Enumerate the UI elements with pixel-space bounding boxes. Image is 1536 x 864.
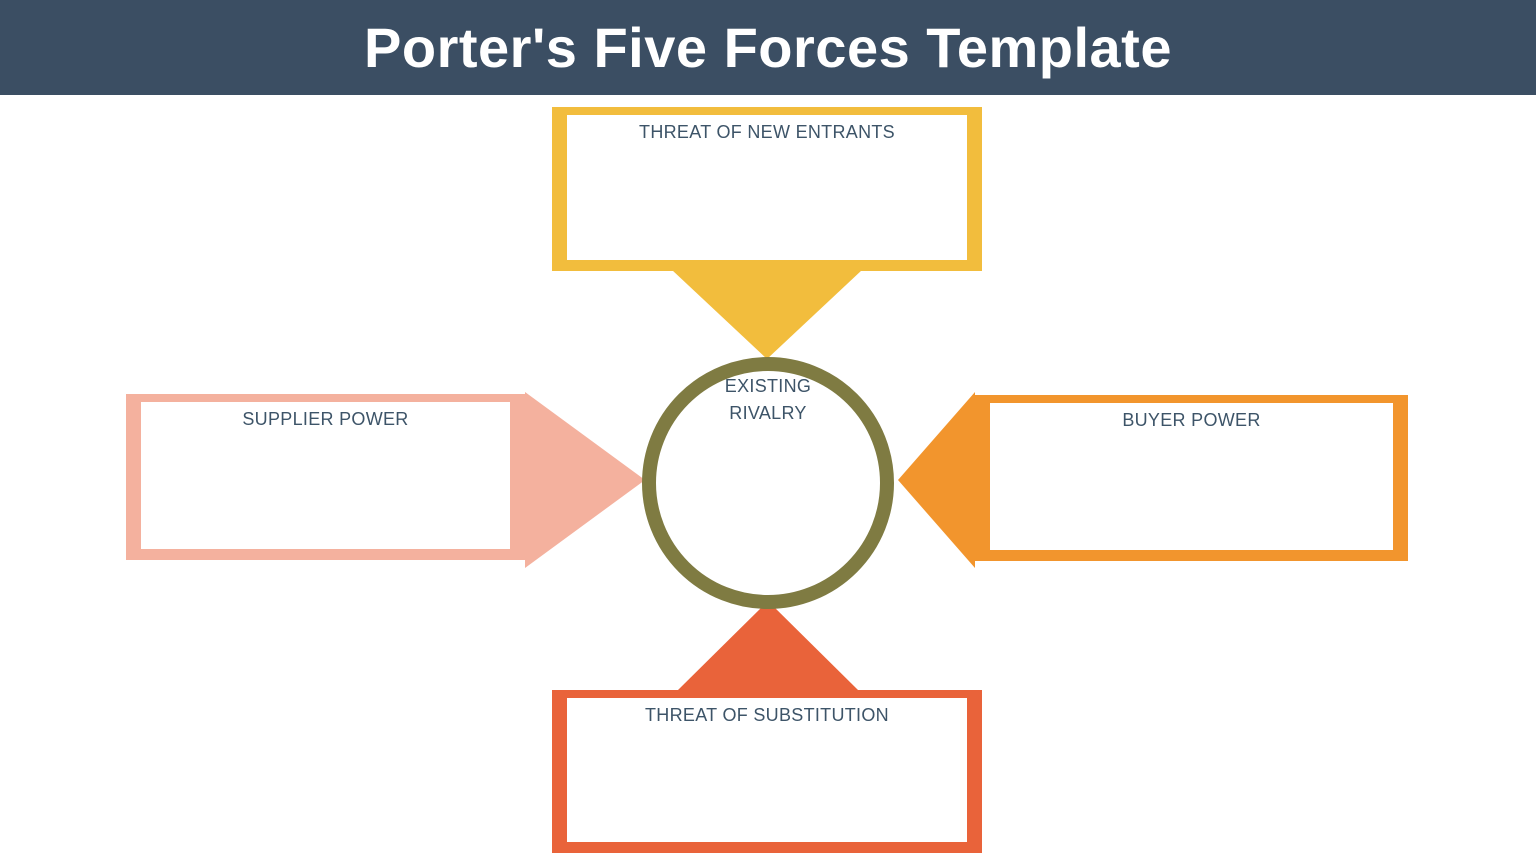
buyer-power-label: BUYER POWER: [1122, 410, 1261, 430]
page-title: Porter's Five Forces Template: [364, 16, 1172, 79]
threat-of-substitution-label: THREAT OF SUBSTITUTION: [645, 705, 889, 725]
threat-of-new-entrants-label: THREAT OF NEW ENTRANTS: [639, 122, 895, 142]
buyer-arrow-left-icon: [898, 392, 975, 568]
threat-of-substitution-box: THREAT OF SUBSTITUTION: [552, 690, 982, 853]
threat-of-new-entrants-box: THREAT OF NEW ENTRANTS: [552, 107, 982, 271]
supplier-power-label: SUPPLIER POWER: [242, 409, 409, 429]
existing-rivalry-circle: EXISTING RIVALRY: [642, 357, 894, 609]
title-bar: Porter's Five Forces Template: [0, 0, 1536, 95]
new-entrants-arrow-down-icon: [672, 270, 862, 359]
buyer-power-field: BUYER POWER: [990, 403, 1393, 550]
threat-of-substitution-field: THREAT OF SUBSTITUTION: [567, 698, 967, 842]
existing-rivalry-label: EXISTING RIVALRY: [724, 376, 812, 423]
substitution-arrow-up-icon: [678, 601, 858, 690]
threat-of-new-entrants-field: THREAT OF NEW ENTRANTS: [567, 115, 967, 260]
supplier-power-field: SUPPLIER POWER: [141, 402, 510, 549]
supplier-arrow-right-icon: [525, 392, 645, 568]
buyer-power-box: BUYER POWER: [975, 395, 1408, 561]
supplier-power-box: SUPPLIER POWER: [126, 394, 525, 560]
